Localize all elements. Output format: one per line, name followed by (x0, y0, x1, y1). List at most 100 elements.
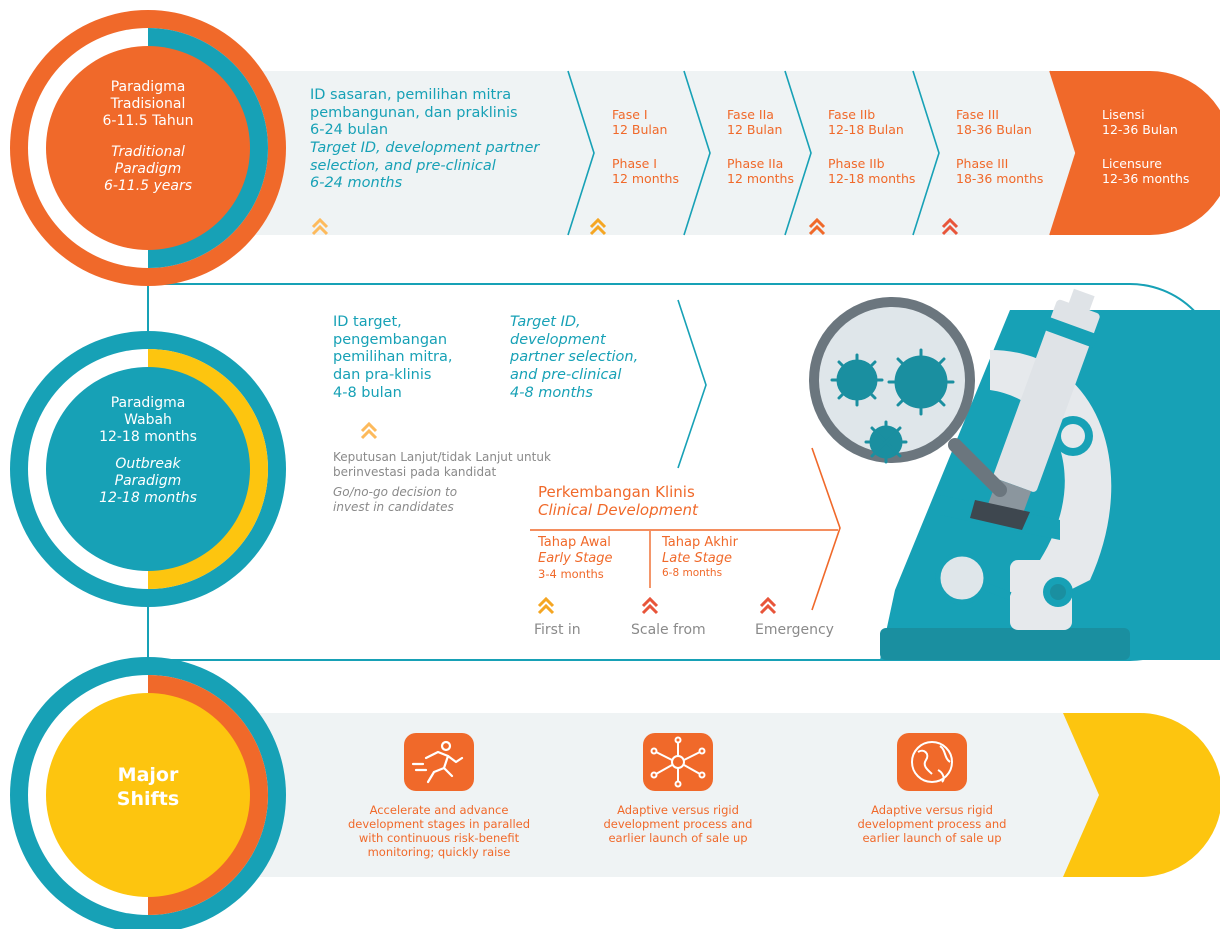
phase1-id-duration: 12 Bulan (612, 122, 668, 138)
row2-id-block: ID target, pengembangan pemilihan mitra,… (333, 314, 453, 402)
double-chevron-icon (941, 217, 959, 236)
stage0-id-line1: ID sasaran, pemilihan mitra (310, 87, 512, 103)
row1-label-line2: Tradisional (110, 96, 186, 113)
decision-en-line1: Go/no-go decision to (333, 485, 458, 500)
row1-label-en2: Paradigm (114, 161, 182, 178)
phase2b-id-duration: 12-18 Bulan (828, 122, 904, 138)
shift-item-1-text: Accelerate and advance development stage… (319, 803, 559, 859)
early-stage-duration: 3-4 months (538, 566, 604, 581)
phase1-id: Fase I (612, 107, 648, 122)
row2-circle (10, 331, 286, 607)
double-chevron-icon (360, 421, 378, 440)
row2-id-line4: dan pra-klinis (333, 367, 432, 384)
row2-label-en2: Paradigm (114, 473, 182, 490)
early-stage: Tahap Awal Early Stage 3-4 months (538, 535, 613, 581)
late-stage-duration: 6-8 months (662, 566, 723, 579)
stage0-en-line1: Target ID, development partner (310, 140, 540, 157)
row1-band (190, 70, 1220, 236)
shifts-label: Shifts (116, 787, 180, 810)
phase3-text: Fase III 18-36 Bulan Phase III 18-36 mon… (956, 107, 1043, 186)
phase2a-id-duration: 12 Bulan (727, 122, 783, 138)
phase2b-id: Fase IIb (828, 107, 876, 122)
row1-stage0-text: ID sasaran, pemilihan mitra pembangunan,… (310, 87, 539, 193)
row2-label-en1: Outbreak (115, 456, 181, 473)
double-chevron-icon (759, 596, 777, 615)
shift1-line3: with continuous risk-benefit (358, 831, 520, 846)
phase2a-en-duration: 12 months (727, 170, 794, 186)
row2-id-line1: ID target, (333, 314, 402, 330)
microscope-illustration (809, 288, 1220, 660)
marker-first-in: First in (534, 622, 581, 638)
globe-icon (897, 733, 967, 791)
row2-id-line2: pengembangan (333, 331, 448, 348)
license-text: Lisensi 12-36 Bulan Licensure 12-36 mont… (1102, 107, 1189, 186)
license-en-duration: 12-36 months (1102, 170, 1190, 186)
major-label: Major (117, 764, 179, 786)
row1-circle (10, 10, 286, 286)
row2-label-line2: Wabah (124, 412, 172, 429)
row2-id-line3: pemilihan mitra, (333, 349, 453, 366)
clinical-development-heading: Perkembangan Klinis Clinical Development (538, 483, 698, 520)
late-stage-en: Late Stage (662, 550, 733, 566)
decision-en-line2: invest in candidates (333, 499, 454, 514)
early-stage-id: Tahap Awal (538, 535, 611, 550)
row2-en-block: Target ID, development partner selection… (510, 314, 638, 402)
row2-id-line5: 4-8 bulan (333, 384, 402, 401)
phase3-en-duration: 18-36 months (956, 170, 1044, 186)
shift3-line1: Adaptive versus rigid (871, 803, 993, 817)
double-chevron-icon (589, 217, 607, 236)
shift1-line1: Accelerate and advance (369, 803, 509, 817)
shift3-line3: earlier launch of sale up (862, 831, 1002, 846)
double-chevron-icon (808, 217, 826, 236)
clinical-id: Perkembangan Klinis (538, 483, 695, 501)
shift2-line3: earlier launch of sale up (608, 831, 748, 846)
row1-circle-label: Paradigma Tradisional 6-11.5 Tahun Tradi… (90, 79, 206, 195)
stage0-en-line2: selection, and pre-clinical (310, 157, 496, 174)
double-chevron-icon (641, 596, 659, 615)
row1-label-en1: Traditional (111, 144, 185, 161)
phase2b-en: Phase IIb (828, 155, 885, 171)
phase3-id: Fase III (956, 107, 999, 122)
row2-circle-label: Paradigma Wabah 12-18 months Outbreak Pa… (90, 395, 206, 507)
decision-text: Keputusan Lanjut/tidak Lanjut untuk beri… (333, 450, 551, 515)
row2-label-line3: 12-18 months (99, 429, 197, 446)
double-chevron-icon (311, 217, 329, 236)
license-id-duration: 12-36 Bulan (1102, 122, 1178, 138)
row1-label-line1: Paradigma (110, 79, 186, 95)
late-stage-id: Tahap Akhir (662, 535, 738, 550)
shift-item-2-text: Adaptive versus rigid development proces… (578, 803, 778, 845)
shift1-line4: monitoring; quickly raise (367, 845, 511, 860)
chevron-markers (311, 217, 959, 615)
phase2a-id: Fase IIa (727, 107, 774, 122)
phase3-en: Phase III (956, 155, 1009, 171)
row2-en-line3: partner selection, (510, 349, 639, 366)
late-stage: Tahap Akhir Late Stage 6-8 months (662, 535, 738, 580)
phase3-id-duration: 18-36 Bulan (956, 122, 1032, 138)
phase1-text: Fase I 12 Bulan Phase I 12 months (612, 107, 679, 186)
license-segment (1050, 71, 1220, 235)
row2-en-line2: development (510, 331, 606, 348)
row2-en-line5: 4-8 months (510, 384, 593, 401)
decision-id-line1: Keputusan Lanjut/tidak Lanjut untuk (333, 450, 551, 464)
marker-emergency: Emergency (755, 622, 834, 638)
clinical-en: Clinical Development (538, 501, 698, 520)
double-chevron-icon (537, 596, 555, 615)
shift1-line2: development stages in paralled (347, 817, 531, 832)
marker-scale-from: Scale from (631, 622, 706, 638)
shift-item-3-text: Adaptive versus rigid development proces… (832, 803, 1032, 845)
row2-en-line4: and pre-clinical (510, 367, 622, 384)
phase1-en-duration: 12 months (612, 170, 679, 186)
phase2b-text: Fase IIb 12-18 Bulan Phase IIb 12-18 mon… (828, 107, 915, 186)
decision-id-line2: berinvestasi pada kandidat (333, 464, 497, 479)
network-icon (643, 733, 713, 791)
row2-label-en3: 12-18 months (99, 490, 197, 507)
shift2-line1: Adaptive versus rigid (617, 803, 739, 817)
row1-label-en3: 6-11.5 years (103, 178, 193, 195)
phase2b-en-duration: 12-18 months (828, 170, 916, 186)
stage0-id-line2: pembangunan, dan praklinis (310, 104, 518, 121)
shift3-line2: development process and (857, 817, 1007, 832)
row2-label-line1: Paradigma (110, 395, 186, 411)
row3-circle-label: Major Shifts (90, 764, 206, 812)
license-en: Licensure (1102, 155, 1162, 171)
